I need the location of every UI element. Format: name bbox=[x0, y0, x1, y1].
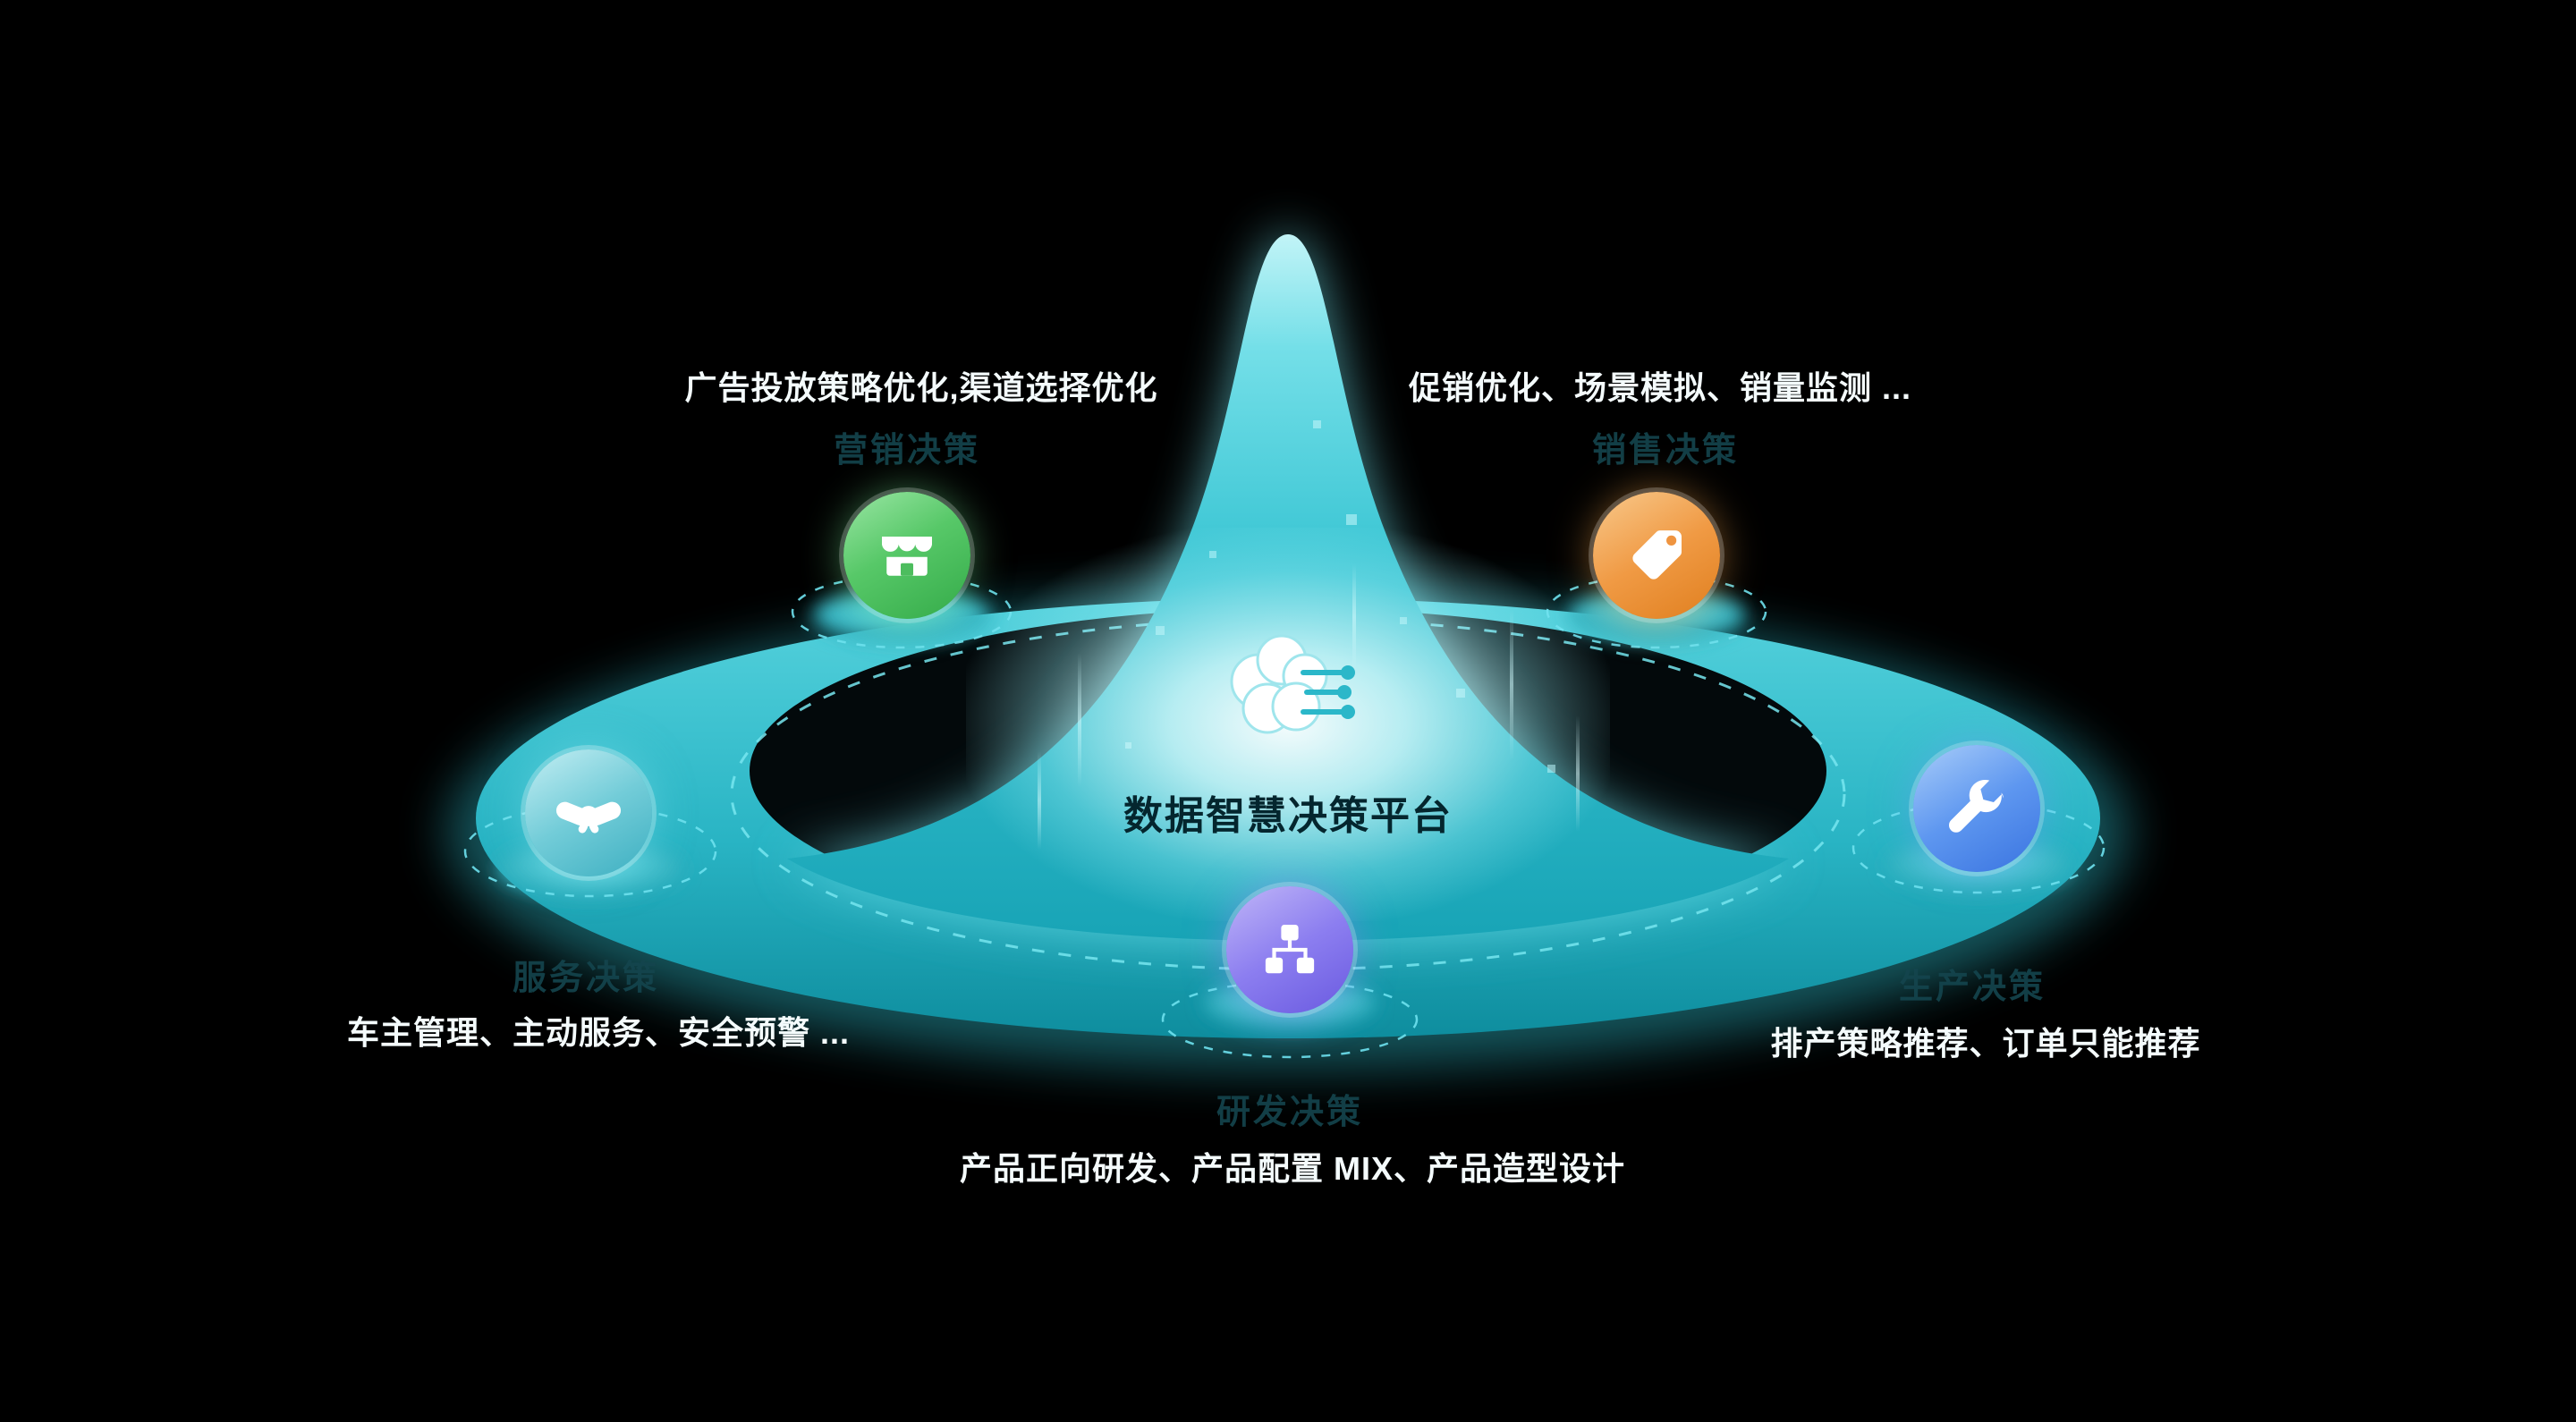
data-stream bbox=[1038, 751, 1041, 850]
particle bbox=[1125, 742, 1131, 749]
particle bbox=[1313, 420, 1321, 428]
dashed-ring-production bbox=[1852, 801, 2106, 894]
node-service bbox=[525, 749, 652, 876]
category-production: 生产决策 bbox=[1898, 969, 2046, 1006]
category-marketing: 营销决策 bbox=[833, 432, 981, 470]
description-marketing: 广告投放策略优化,渠道选择优化 bbox=[684, 369, 1158, 406]
node-production bbox=[1913, 745, 2040, 872]
data-stream bbox=[1510, 608, 1513, 760]
storefront-icon bbox=[882, 537, 932, 576]
description-service: 车主管理、主动服务、安全预警 ... bbox=[346, 1014, 851, 1051]
dashed-ring-service bbox=[463, 805, 717, 898]
particle bbox=[1547, 765, 1555, 773]
handshake-icon bbox=[555, 801, 622, 834]
particle bbox=[1346, 514, 1357, 525]
description-sales: 促销优化、场景模拟、销量监测 ... bbox=[1408, 369, 1912, 406]
page-title: 数据智慧决策平台 bbox=[1123, 794, 1453, 838]
description-production: 排产策略推荐、订单只能推荐 bbox=[1770, 1025, 2201, 1062]
particle bbox=[1400, 617, 1407, 624]
category-service: 服务决策 bbox=[512, 960, 660, 997]
category-sales: 销售决策 bbox=[1591, 432, 1740, 470]
node-rnd bbox=[1226, 886, 1353, 1013]
description-rnd: 产品正向研发、产品配置 MIX、产品造型设计 bbox=[959, 1150, 1626, 1187]
inner-dashed-ring bbox=[730, 617, 1846, 971]
wrench-icon bbox=[1948, 779, 2004, 833]
particle bbox=[1156, 626, 1165, 635]
particle bbox=[1456, 689, 1465, 698]
price-tag-icon bbox=[1632, 530, 1682, 580]
node-marketing bbox=[843, 492, 970, 619]
org-chart-icon bbox=[1265, 925, 1315, 974]
particle bbox=[1209, 551, 1216, 558]
category-rnd: 研发决策 bbox=[1216, 1094, 1364, 1131]
brain-circuit-icon bbox=[1203, 617, 1373, 769]
node-sales bbox=[1593, 492, 1720, 619]
data-stream bbox=[1078, 653, 1081, 787]
data-stream bbox=[1576, 715, 1580, 832]
